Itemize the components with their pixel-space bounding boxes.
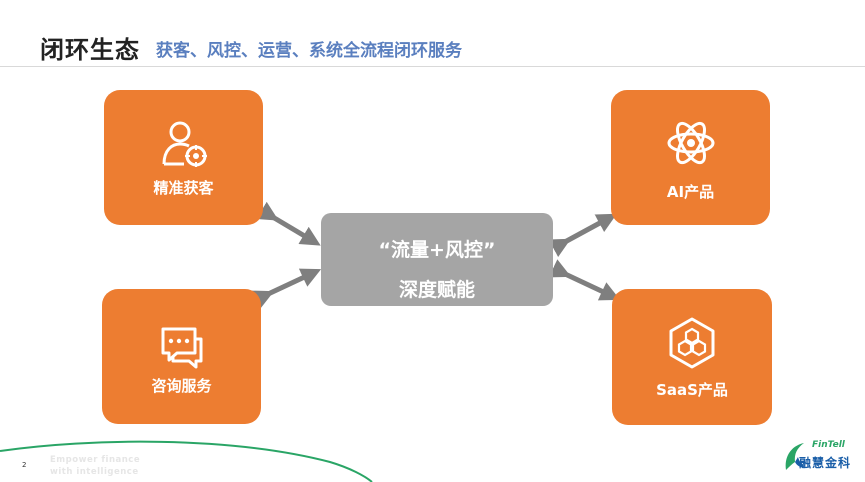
card-label: 精准获客 [153,179,214,197]
tagline-line-1: Empower finance [50,455,141,465]
card-label: SaaS产品 [656,381,728,399]
header-divider [0,66,865,67]
brand-name-en: FinTell [812,440,845,450]
dolphin-logo-icon [785,443,806,470]
hub-box: “流量+风控” 深度赋能 [321,213,553,306]
chat-icon [161,327,202,369]
arrow-saas [548,259,621,301]
card-label: AI产品 [666,183,715,201]
arrow-ai [548,213,617,258]
footer-tagline: Empower finance with intelligence [50,454,140,478]
hub-subtitle: 深度赋能 [398,279,475,301]
card-precise-acquisition: 精准获客 [104,90,263,225]
card-saas-product: SaaS产品 [612,289,772,425]
page-number: 2 [22,461,27,469]
card-ai-product: AI产品 [611,90,770,225]
atom-icon [667,121,714,165]
hub-title: “流量+风控” [378,239,496,261]
user-target-icon [162,121,207,167]
page-subtitle: 获客、风控、运营、系统全流程闭环服务 [156,41,462,61]
tagline-line-2: with intelligence [50,467,139,477]
brand-logo: FinTell 融慧金科 [782,440,852,474]
card-label: 咨询服务 [151,377,212,395]
arrow-consulting [251,268,322,309]
brand-name-cn: 融慧金科 [799,456,852,470]
card-consulting-service: 咨询服务 [102,289,261,424]
page-title: 闭环生态 [40,36,140,64]
hexagon-cluster-icon [669,317,715,369]
arrow-acquisition [256,201,321,246]
